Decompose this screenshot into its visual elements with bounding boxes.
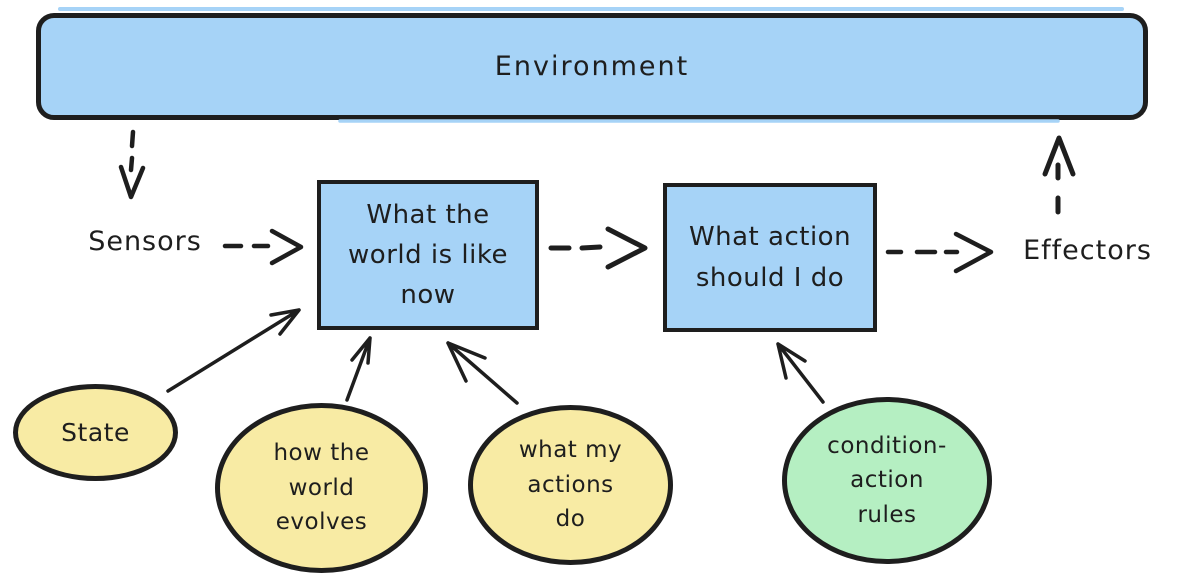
actions-do-label: what my actions do <box>518 437 623 533</box>
action-choice-node: What action should I do <box>663 183 877 332</box>
environment-node: Environment <box>36 13 1148 120</box>
environment-label: Environment <box>494 50 690 82</box>
arrow-world-evolves-to-world-state <box>345 336 372 402</box>
world-evolves-label: how the world evolves <box>273 440 370 536</box>
world-evolves-ellipse: how the world evolves <box>215 403 428 573</box>
action-choice-label: What action should I do <box>688 222 852 293</box>
arrow-sensors-to-world-state <box>222 228 304 266</box>
effectors-label: Effectors <box>1023 235 1152 266</box>
actions-do-ellipse: what my actions do <box>468 405 673 565</box>
arrow-actions-do-to-world-state <box>446 341 519 405</box>
arrow-action-choice-to-effectors <box>885 231 994 274</box>
arrow-world-state-to-action-choice <box>548 226 648 270</box>
condition-action-rules-ellipse: condition- action rules <box>782 397 992 564</box>
state-ellipse: State <box>13 384 178 481</box>
world-state-node: What the world is like now <box>317 180 539 330</box>
sensors-label: Sensors <box>88 226 202 257</box>
world-state-label: What the world is like now <box>348 199 508 311</box>
condition-action-rules-label: condition- action rules <box>827 432 947 528</box>
state-label: State <box>61 417 130 447</box>
arrow-rules-to-action-choice <box>776 342 825 404</box>
arrow-effectors-to-environment <box>1042 135 1076 215</box>
arrow-state-to-world-state <box>166 308 301 393</box>
arrow-environment-to-sensors <box>118 129 146 200</box>
